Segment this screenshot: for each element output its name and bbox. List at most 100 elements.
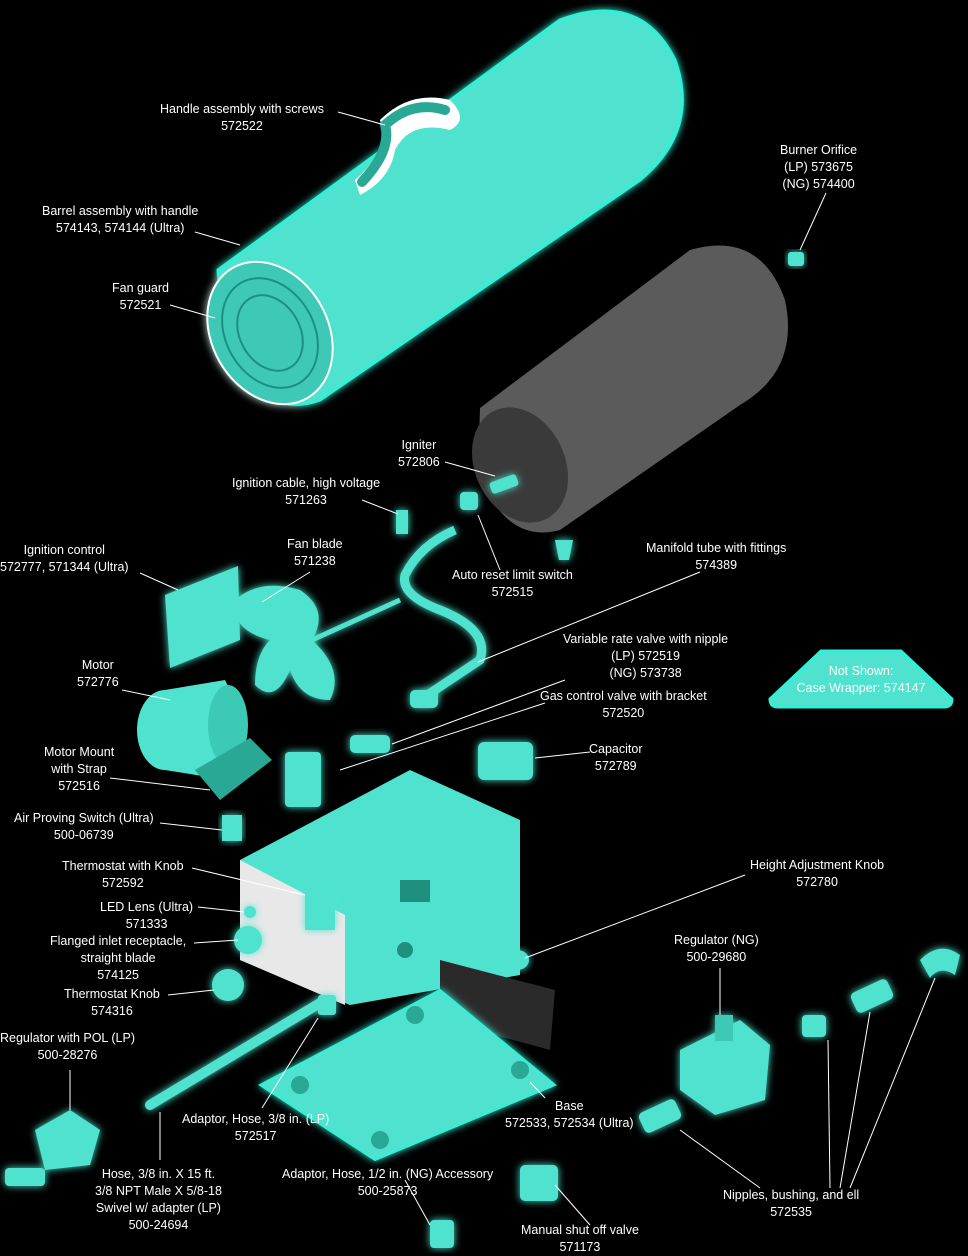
hose-part: 500-24694 xyxy=(128,1218,189,1232)
label-capacitor: Capacitor 572789 xyxy=(589,741,643,775)
label-adaptor-38: Adaptor, Hose, 3/8 in. (LP) 572517 xyxy=(182,1111,329,1145)
motor-mount-name: Motor Mount xyxy=(44,745,115,759)
flanged-inlet-type: straight blade xyxy=(80,951,156,965)
ignition-control-name: Ignition control xyxy=(23,543,105,557)
regulator-ng-part: 500-29680 xyxy=(686,950,747,964)
combustion-chamber xyxy=(471,245,788,533)
label-fan-blade: Fan blade 571238 xyxy=(287,536,343,570)
flanged-inlet-name: Flanged inlet receptacle, xyxy=(50,934,187,948)
regulator-ng xyxy=(680,1015,770,1115)
note-badge-shape xyxy=(768,649,954,709)
label-burner-orifice: Burner Orifice (LP) 573675 (NG) 574400 xyxy=(780,142,857,193)
led-lens-name: LED Lens (Ultra) xyxy=(100,900,194,914)
label-auto-reset: Auto reset limit switch 572515 xyxy=(452,567,573,601)
igniter-part: 572806 xyxy=(398,455,440,469)
label-barrel: Barrel assembly with handle 574143, 5741… xyxy=(42,203,198,237)
fan-guard-part: 572521 xyxy=(119,298,162,312)
variable-valve-ng: (NG) 573738 xyxy=(609,666,682,680)
regulator-pol xyxy=(5,1110,100,1186)
barrel-name: Barrel assembly with handle xyxy=(42,204,199,218)
fittings xyxy=(638,948,960,1133)
label-thermostat-with-knob: Thermostat with Knob 572592 xyxy=(62,858,184,892)
regulator-pol-name: Regulator with POL (LP) xyxy=(0,1031,136,1045)
label-shutoff: Manual shut off valve 571173 xyxy=(521,1222,639,1256)
label-motor: Motor 572776 xyxy=(77,657,119,691)
note-line1: Not Shown: xyxy=(828,664,894,678)
fan-blade-name: Fan blade xyxy=(287,537,343,551)
burner-orifice-ng: (NG) 574400 xyxy=(782,177,855,191)
base-name: Base xyxy=(555,1099,584,1113)
label-fan-guard: Fan guard 572521 xyxy=(112,280,169,314)
igniter-name: Igniter xyxy=(401,438,437,452)
fan-guard-name: Fan guard xyxy=(112,281,169,295)
auto-reset-name: Auto reset limit switch xyxy=(452,568,573,582)
height-knob-name: Height Adjustment Knob xyxy=(750,858,885,872)
fan-blade-part: 571238 xyxy=(293,554,336,568)
ignition-control-part: 572777, 571344 (Ultra) xyxy=(0,560,129,574)
auto-reset-part: 572515 xyxy=(491,585,534,599)
air-proving-part: 500-06739 xyxy=(53,828,114,842)
label-hose: Hose, 3/8 in. X 15 ft. 3/8 NPT Male X 5/… xyxy=(95,1166,222,1234)
label-ignition-cable: Ignition cable, high voltage 571263 xyxy=(232,475,380,509)
thermostat-knob-name: Thermostat Knob xyxy=(64,987,160,1001)
height-knob-part: 572780 xyxy=(796,875,838,889)
burner-orifice-name: Burner Orifice xyxy=(780,143,858,157)
label-base: Base 572533, 572534 (Ultra) xyxy=(505,1098,634,1132)
label-ignition-control: Ignition control 572777, 571344 (Ultra) xyxy=(0,542,129,576)
note-line2: Case Wrapper: 574147 xyxy=(796,681,926,695)
ignition-cable-name: Ignition cable, high voltage xyxy=(232,476,381,490)
flanged-inlet-part: 574125 xyxy=(97,968,139,982)
thermostat-with-knob-part: 572592 xyxy=(101,876,144,890)
motor-mount-part: 572516 xyxy=(58,779,100,793)
shutoff-name: Manual shut off valve xyxy=(521,1223,639,1237)
capacitor-part: 572789 xyxy=(594,759,637,773)
shutoff-and-adaptor xyxy=(430,1165,558,1248)
base-part: 572533, 572534 (Ultra) xyxy=(505,1116,634,1130)
igniter-parts xyxy=(396,474,573,560)
label-air-proving: Air Proving Switch (Ultra) 500-06739 xyxy=(14,810,154,844)
label-variable-valve: Variable rate valve with nipple (LP) 572… xyxy=(563,631,728,682)
gas-control-part: 572520 xyxy=(602,706,645,720)
capacitor xyxy=(478,742,533,780)
barrel-assembly xyxy=(206,9,684,406)
barrel-part: 574143, 574144 (Ultra) xyxy=(55,221,185,235)
hose xyxy=(145,995,336,1110)
gas-control-name: Gas control valve with bracket xyxy=(540,689,707,703)
adaptor-38-part: 572517 xyxy=(234,1129,277,1143)
adaptor-12-name: Adaptor, Hose, 1/2 in. (NG) Accessory xyxy=(282,1167,494,1181)
thermostat-knob-part: 574316 xyxy=(91,1004,133,1018)
capacitor-name: Capacitor xyxy=(589,742,643,756)
motor-mount xyxy=(195,738,272,800)
adaptor-12-part: 500-25873 xyxy=(357,1184,418,1198)
variable-valve-name: Variable rate valve with nipple xyxy=(563,632,729,646)
regulator-pol-part: 500-28276 xyxy=(37,1048,98,1062)
label-thermostat-knob: Thermostat Knob 574316 xyxy=(64,986,160,1020)
gas-valves xyxy=(285,690,438,807)
label-handle: Handle assembly with screws 572522 xyxy=(160,101,324,135)
manifold-part: 574389 xyxy=(695,558,738,572)
label-regulator-pol: Regulator with POL (LP) 500-28276 xyxy=(0,1030,135,1064)
label-manifold: Manifold tube with fittings 574389 xyxy=(646,540,786,574)
label-regulator-ng: Regulator (NG) 500-29680 xyxy=(674,932,759,966)
variable-valve-lp: (LP) 572519 xyxy=(611,649,680,663)
hose-name: Hose, 3/8 in. X 15 ft. xyxy=(101,1167,216,1181)
leader-lines xyxy=(69,111,936,1226)
handle-part: 572522 xyxy=(221,119,263,133)
label-gas-control: Gas control valve with bracket 572520 xyxy=(540,688,707,722)
body-housing xyxy=(240,770,520,1005)
regulator-ng-name: Regulator (NG) xyxy=(674,933,759,947)
ignition-cable-part: 571263 xyxy=(285,493,327,507)
motor-mount-strap: with Strap xyxy=(51,762,107,776)
adaptor-38-name: Adaptor, Hose, 3/8 in. (LP) xyxy=(182,1112,330,1126)
label-igniter: Igniter 572806 xyxy=(398,437,440,471)
thermostat-with-knob-name: Thermostat with Knob xyxy=(62,859,184,873)
shutoff-part: 571173 xyxy=(559,1240,601,1254)
not-shown-note: Not Shown: Case Wrapper: 574147 xyxy=(766,647,956,711)
height-adjustment-knob xyxy=(505,950,529,970)
motor-part: 572776 xyxy=(77,675,119,689)
base-plate xyxy=(258,988,557,1162)
handle-name: Handle assembly with screws xyxy=(160,102,324,116)
air-proving-name: Air Proving Switch (Ultra) xyxy=(14,811,154,825)
air-proving-switch xyxy=(222,815,242,841)
